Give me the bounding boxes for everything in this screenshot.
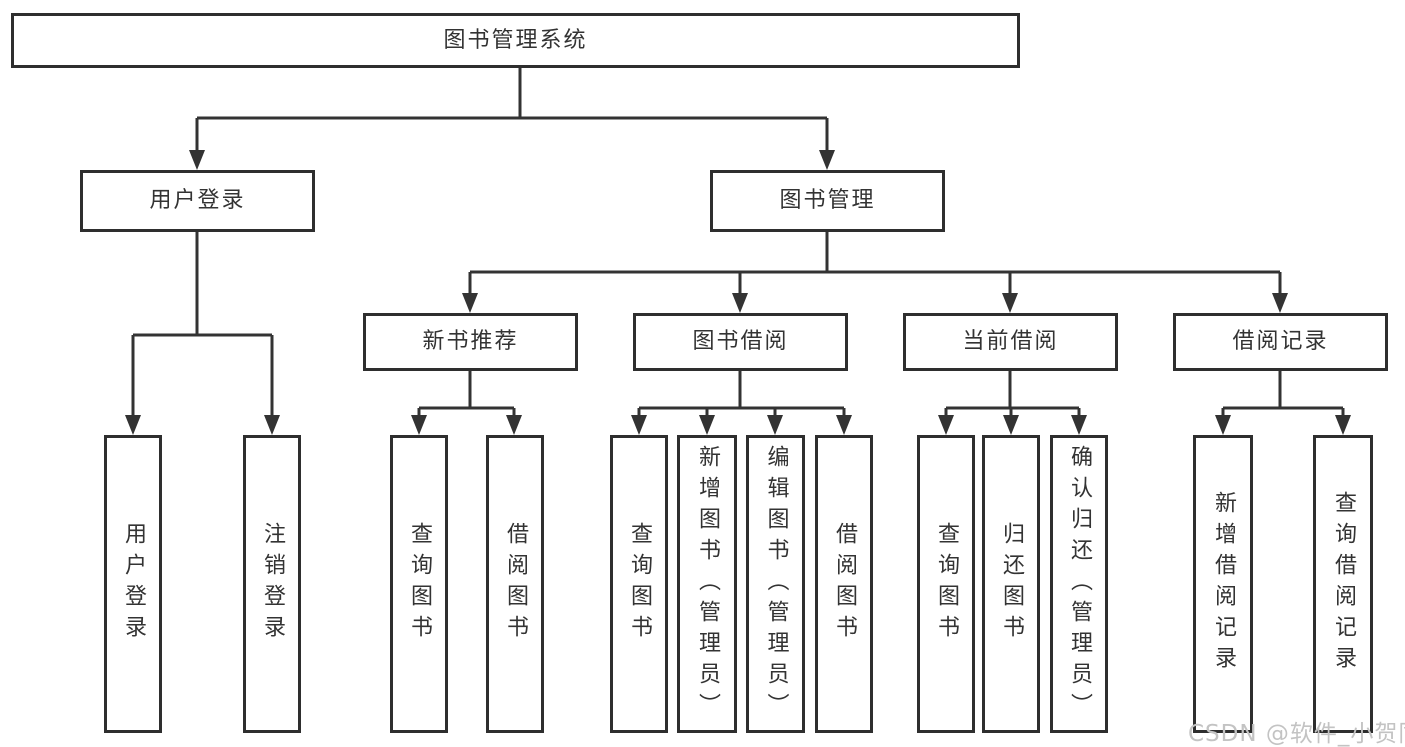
leaf-add-book-admin: 新增图书（管理员） [677,435,737,733]
node-label: 用户登录 [121,522,146,646]
node-current-borrowing: 当前借阅 [903,313,1118,371]
node-label: 用户登录 [149,188,246,213]
node-book-borrowing: 图书借阅 [633,313,848,371]
leaf-query-books-2: 查询图书 [610,435,668,733]
leaf-borrow-books-1: 借阅图书 [486,435,544,733]
csdn-watermark: CSDN @软件_小贺同学 [1188,721,1405,747]
node-label: 确认归还（管理员） [1067,444,1092,724]
node-label: 图书管理系统 [443,27,588,53]
node-label: 新书推荐 [422,329,519,354]
node-label: 新增借阅记录 [1211,491,1236,677]
node-label: 借阅图书 [832,522,857,646]
leaf-query-borrow-record: 查询借阅记录 [1313,435,1373,733]
node-label: 图书借阅 [692,329,789,354]
node-label: 查询借阅记录 [1331,491,1356,677]
node-book-management: 图书管理 [710,170,945,232]
node-label: 归还图书 [999,522,1024,646]
node-label: 借阅图书 [503,522,528,646]
node-label: 借阅记录 [1232,329,1329,354]
leaf-query-books-3: 查询图书 [917,435,975,733]
node-label: 注销登录 [260,522,285,646]
leaf-add-borrow-record: 新增借阅记录 [1193,435,1253,733]
node-label: 查询图书 [407,522,432,646]
node-label: 查询图书 [627,522,652,646]
node-system-root: 图书管理系统 [11,13,1020,68]
node-label: 图书管理 [779,188,876,213]
node-label: 新增图书（管理员） [695,444,720,724]
node-label: 编辑图书（管理员） [763,444,789,724]
leaf-borrow-books-2: 借阅图书 [815,435,873,733]
leaf-logout: 注销登录 [243,435,301,733]
leaf-return-books: 归还图书 [982,435,1040,733]
node-new-book-recommend: 新书推荐 [363,313,578,371]
leaf-edit-book-admin: 编辑图书（管理员） [746,435,805,733]
leaf-confirm-return-admin: 确认归还（管理员） [1050,435,1108,733]
node-label: 当前借阅 [962,329,1059,354]
node-label: 查询图书 [934,522,959,646]
node-borrow-records: 借阅记录 [1173,313,1388,371]
node-user-login: 用户登录 [80,170,315,232]
leaf-query-books-1: 查询图书 [390,435,448,733]
leaf-user-login: 用户登录 [104,435,162,733]
